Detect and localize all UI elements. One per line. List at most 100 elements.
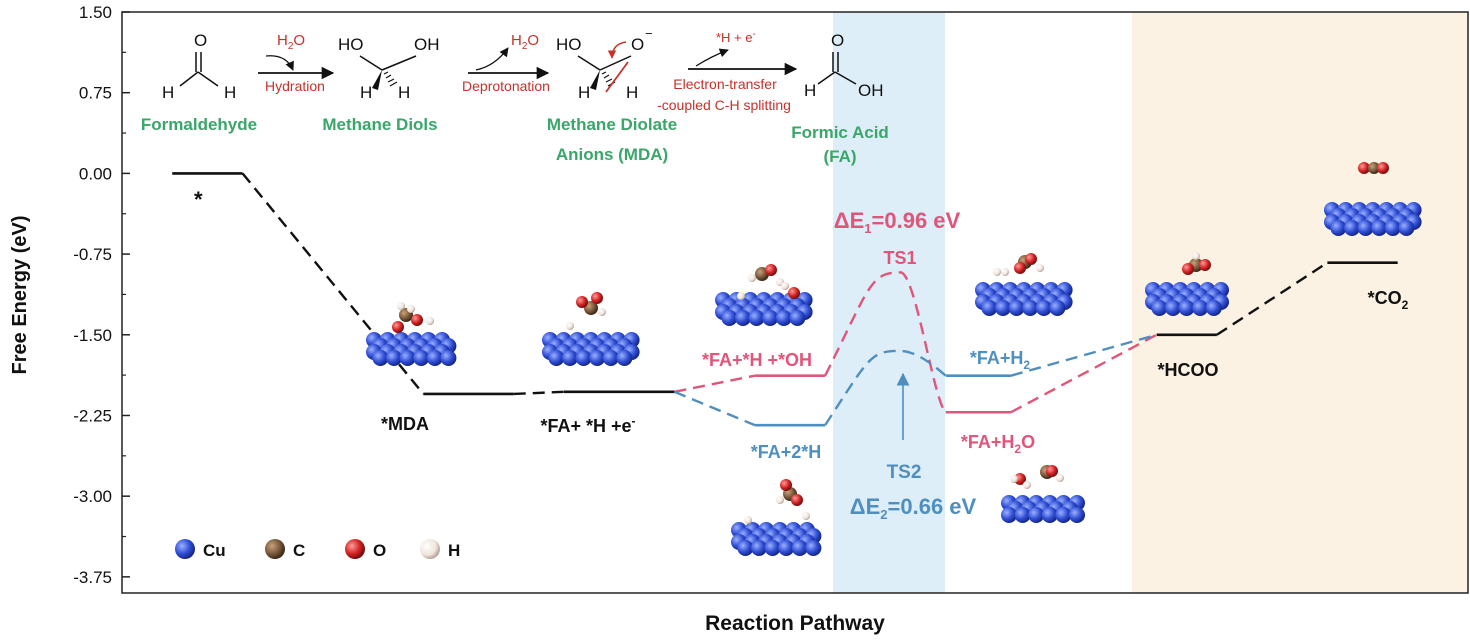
model-co2 (1324, 162, 1422, 236)
electron-transfer-step: *H + e- Electron-transfer -coupled C-H s… (657, 29, 798, 113)
methane-diolate-structure: HO O − H H (556, 26, 653, 102)
h-atom (737, 292, 745, 300)
model-fa-h2 (975, 253, 1073, 316)
level-connector (513, 390, 565, 396)
o-atom (392, 321, 404, 333)
h-atom (744, 516, 752, 524)
cu-atom (616, 350, 633, 366)
series-h2o-pathway (674, 271, 1158, 414)
cu-atom (1028, 507, 1045, 523)
cu-atom (1192, 300, 1209, 316)
y-axis-label: Free Energy (eV) (9, 216, 31, 375)
cu-atom (1205, 300, 1222, 316)
atom-label: O (631, 35, 644, 54)
cu-atom (1344, 220, 1360, 236)
plot-frame (121, 11, 1469, 594)
reagent-h: H (511, 32, 522, 49)
o-atom (1199, 259, 1211, 271)
species-methane-diolate: Methane Diolate (547, 115, 677, 134)
level-connector (1216, 261, 1329, 336)
cu-atom (1357, 220, 1374, 236)
model-mda (366, 302, 457, 366)
cu-atom (386, 350, 402, 366)
atom-label: HO (556, 35, 582, 54)
ts1-label: TS1 (883, 248, 916, 268)
model-fa-h-oh (715, 264, 813, 326)
cu-atom (775, 310, 792, 326)
cu-atom (1035, 300, 1052, 316)
legend-swatch-c (265, 539, 285, 559)
level-connector (1010, 333, 1158, 414)
level-connector (674, 390, 756, 427)
label-fa-2h: *FA+2*H (751, 442, 822, 462)
h-atom (1056, 474, 1064, 482)
y-tick-label: -3.75 (73, 568, 112, 587)
cu-atom (1055, 507, 1072, 523)
label-fa-h2-sub: 2 (1023, 358, 1030, 372)
y-axis: 1.500.750.00-0.75-1.50-2.25-3.00-3.75 (73, 3, 130, 587)
label-fa-h2-main: *FA+H (970, 348, 1024, 368)
deprotonation-label: Deprotonation (462, 78, 550, 94)
model-fa-h-e (542, 292, 640, 366)
reagent-h: H (277, 32, 288, 49)
cu-atom (791, 540, 808, 556)
atom-label: H (578, 83, 590, 102)
reagent-o: O (527, 32, 539, 49)
cu-atom (548, 350, 565, 366)
formaldehyde-structure: O H H (162, 31, 236, 102)
reagent-sub: 2 (288, 41, 294, 52)
cu-atom (1022, 300, 1039, 316)
h-atom (1001, 268, 1009, 276)
h-atom (993, 268, 1001, 276)
atom-label: O (194, 31, 207, 50)
cu-atom (562, 350, 578, 366)
species-mda: Anions (MDA) (556, 145, 668, 164)
cu-atom (1151, 300, 1168, 316)
label-co2-main: *CO (1368, 288, 1402, 308)
label-co2: *CO2 (1368, 288, 1409, 312)
label-fa-h2o-sub: 2 (1014, 442, 1021, 456)
et-line2: -coupled C-H splitting (657, 97, 791, 113)
y-tick-label: 0.00 (79, 164, 112, 183)
et-reagent: *H + e- (716, 29, 756, 45)
cu-atom (721, 310, 738, 326)
h-atom (598, 308, 606, 316)
label-fa-h-e-sup: - (632, 414, 636, 428)
o-atom (1377, 162, 1389, 174)
cu-atom (1398, 220, 1415, 236)
delta-e2: ΔE2=0.66 eV (850, 494, 977, 522)
delta-e1-prefix: ΔE (834, 208, 865, 233)
label-fa-h-e-main: *FA+ *H +e (540, 416, 631, 436)
atom-label: H (224, 83, 236, 102)
cu-atom (1330, 220, 1347, 236)
cu-atom (995, 300, 1011, 316)
level-labels: * *MDA *FA+ *H +e- *FA+*H +*OH *FA+2*H *… (194, 187, 1409, 462)
o-atom (1358, 162, 1370, 174)
cu-atom (778, 540, 795, 556)
atom-label: H (398, 83, 410, 102)
deprotonation-step: H2O Deprotonation (462, 32, 550, 94)
o-atom (780, 479, 792, 491)
cu-atom (589, 350, 606, 366)
cu-atom (789, 310, 806, 326)
cu-atom (1178, 300, 1195, 316)
cu-atom (575, 350, 592, 366)
delta-e1-sub: 1 (864, 221, 871, 236)
o-atom (1046, 465, 1058, 477)
o-atom (1014, 262, 1026, 274)
atom-label: H (626, 83, 638, 102)
atom-label: O (831, 31, 844, 50)
formic-acid-structure: O H OH (804, 31, 884, 100)
c-atom (584, 301, 598, 315)
legend-label-c: C (293, 541, 305, 560)
h-atom (397, 302, 405, 310)
y-tick-label: -2.25 (73, 406, 112, 425)
legend-swatch-o (345, 539, 365, 559)
methane-diol-structure: HO OH H H (338, 35, 440, 102)
y-tick-label: 0.75 (79, 84, 112, 103)
o-atom (576, 296, 588, 308)
cu-atom (1008, 300, 1025, 316)
label-fa-h2o-tail: O (1021, 432, 1035, 452)
